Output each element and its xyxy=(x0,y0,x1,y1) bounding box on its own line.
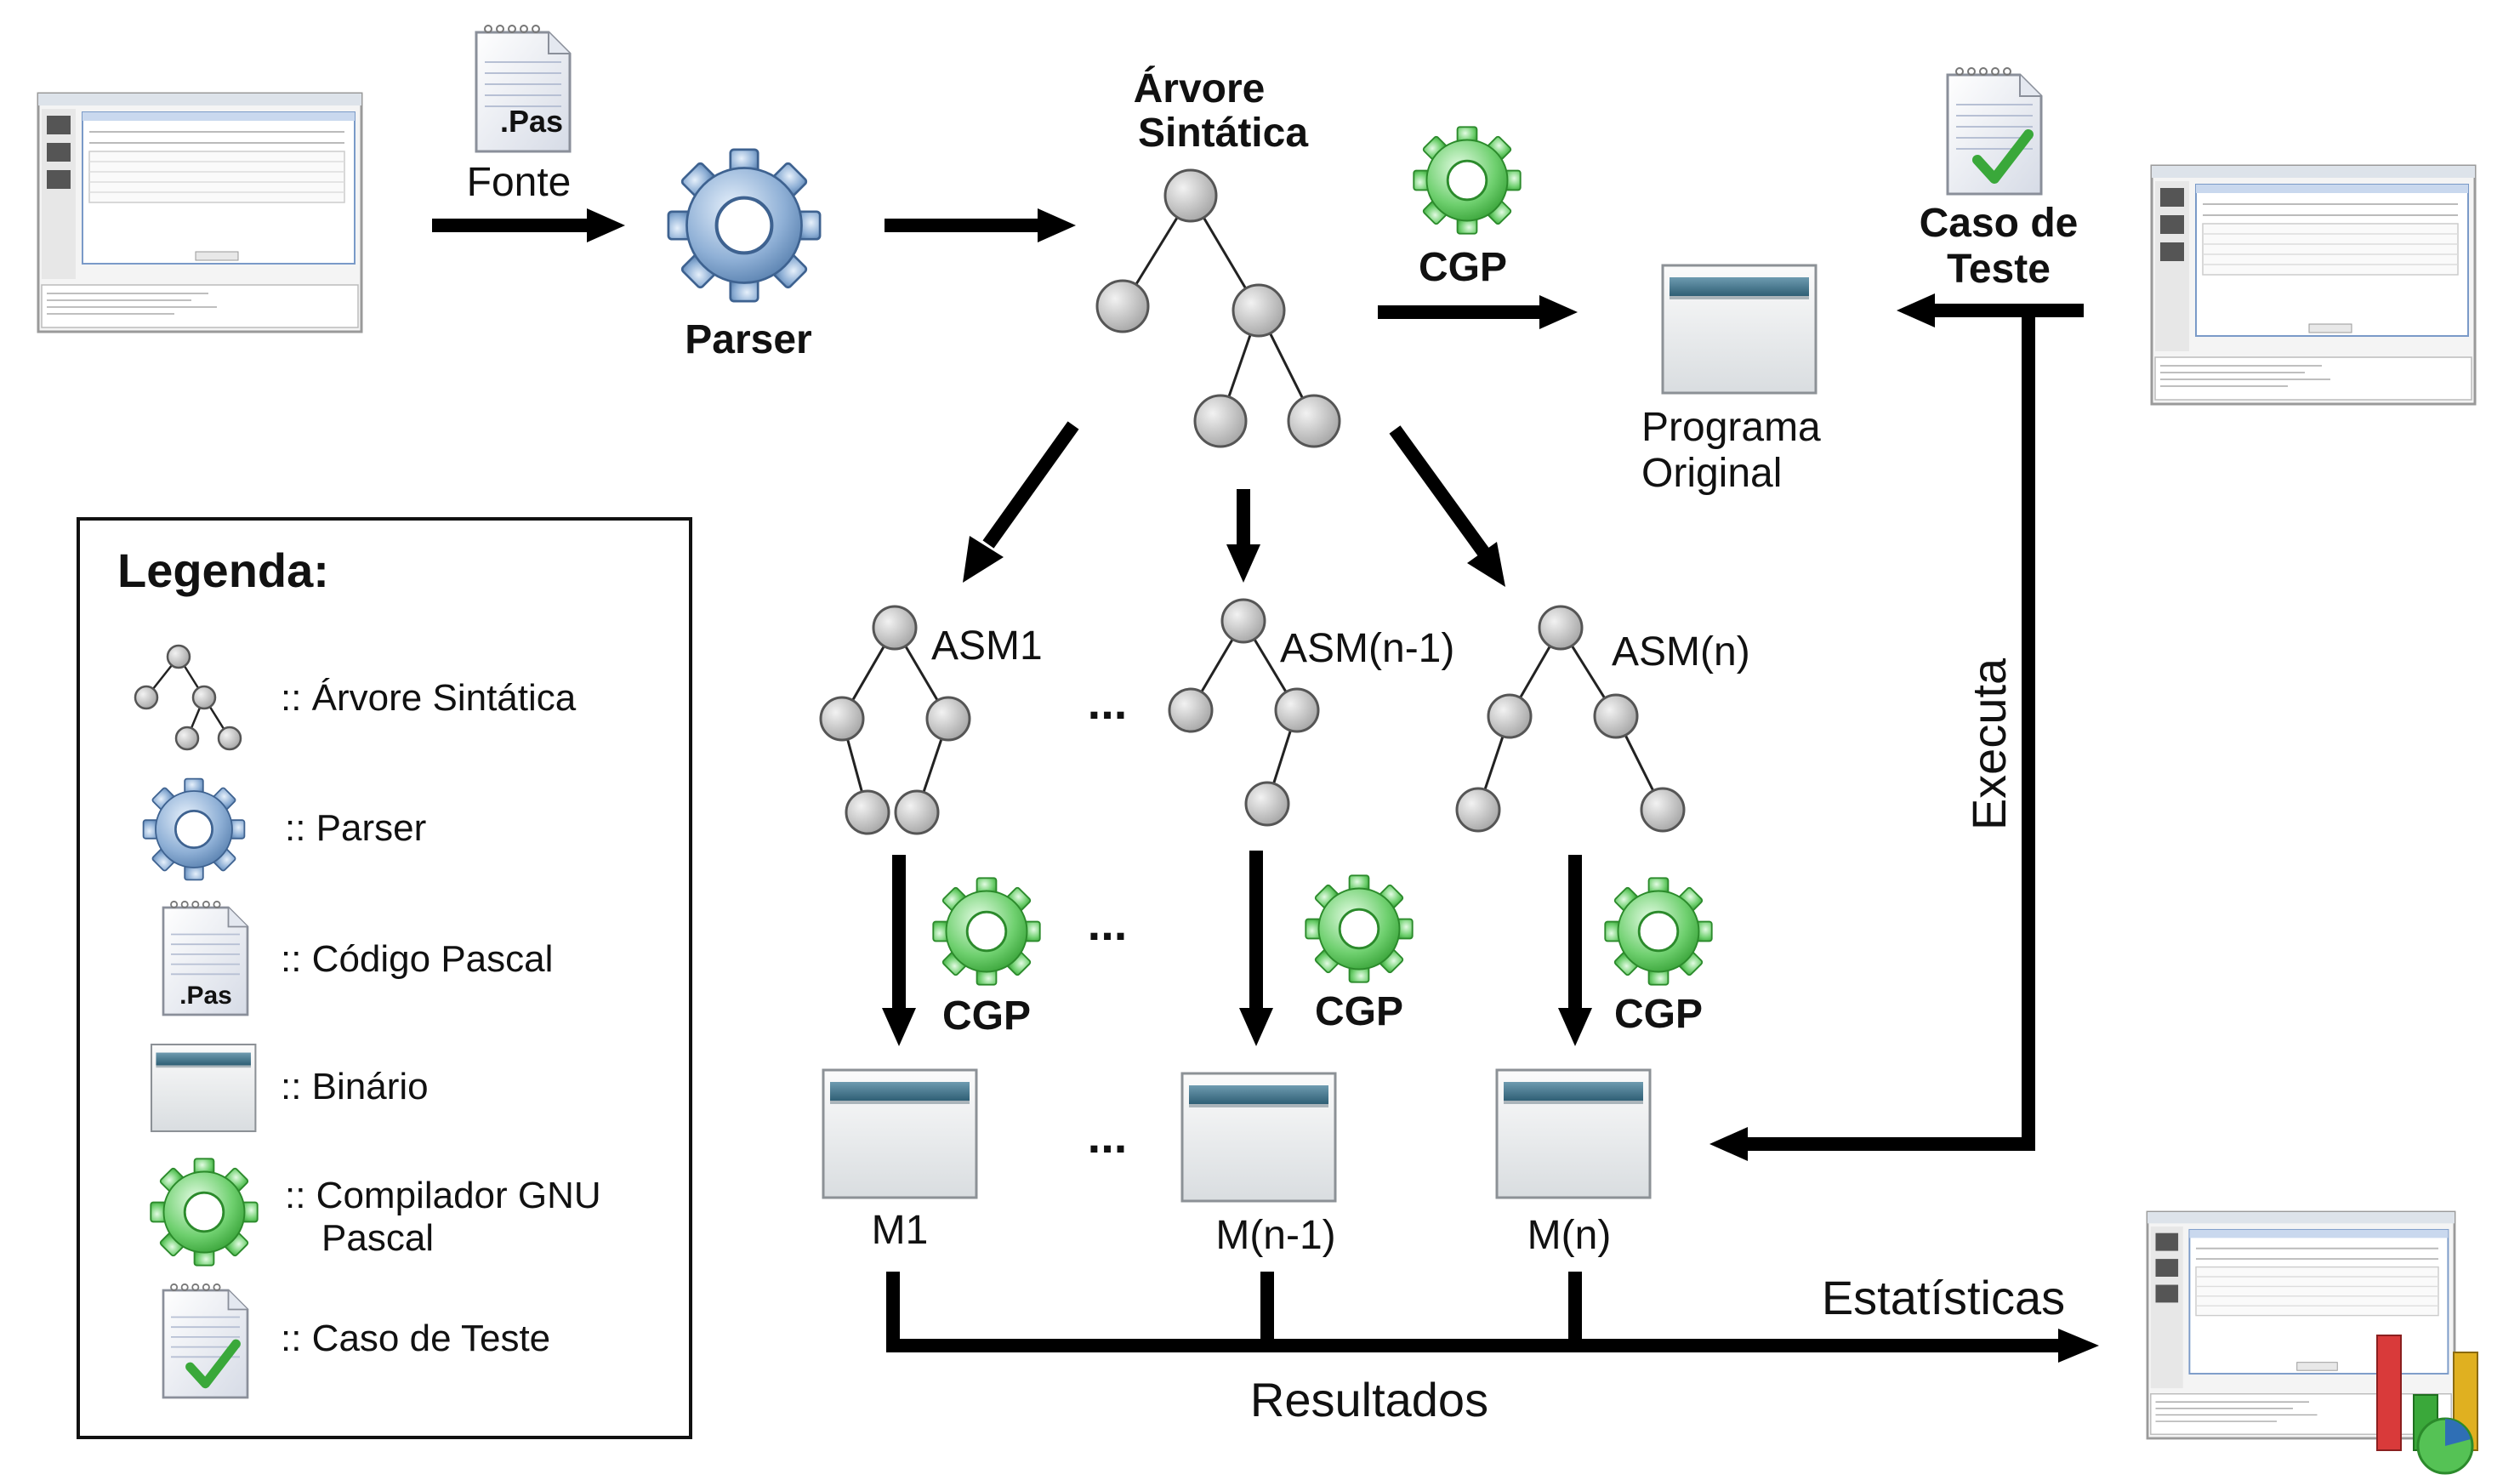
syntax-tree-title-line2: Sintática xyxy=(1138,111,1308,156)
parser-label: Parser xyxy=(685,317,811,362)
cgp2-gear-icon xyxy=(1305,874,1414,983)
arrow-tree-to-asm-n xyxy=(1389,425,1505,587)
original-program-binary-icon xyxy=(1661,264,1817,395)
original-program-label-line2: Original xyxy=(1641,451,1782,496)
cgp3-label: CGP xyxy=(1614,992,1703,1037)
m-n-label: M(n) xyxy=(1527,1213,1612,1258)
cgp-top-label: CGP xyxy=(1419,245,1507,290)
test-case-label-line2: Teste xyxy=(1947,247,2051,292)
arrow-source-to-parser xyxy=(432,208,625,242)
asm-n1-label: ASM(n-1) xyxy=(1280,626,1454,671)
arrow-test-to-original xyxy=(1897,293,2084,327)
ellipsis-mutants: ... xyxy=(1088,1109,1128,1163)
cgp-top-gear-icon xyxy=(1413,126,1522,235)
legend-tree-icon xyxy=(134,644,242,751)
m1-label: M1 xyxy=(872,1208,929,1253)
legend-title: Legenda: xyxy=(117,544,329,597)
cgp2-label: CGP xyxy=(1315,989,1403,1034)
legend-parser-gear-icon xyxy=(142,777,246,881)
mutant-m-n1-binary-icon xyxy=(1180,1072,1337,1203)
resultados-label: Resultados xyxy=(1250,1373,1488,1426)
mutant-m-n-binary-icon xyxy=(1495,1068,1652,1199)
cgp1-label: CGP xyxy=(942,993,1031,1039)
estatisticas-label: Estatísticas xyxy=(1822,1271,2065,1324)
arrow-asm-n-to-m-n xyxy=(1558,855,1592,1046)
tree-node-right-left xyxy=(1193,394,1248,448)
arrow-tree-to-asm-n1 xyxy=(1226,489,1260,583)
asm-n1-tree xyxy=(1168,598,1320,827)
asm-n-tree xyxy=(1455,605,1686,833)
legend-binary-label: :: Binário xyxy=(281,1066,429,1107)
ellipsis-cgp: ... xyxy=(1088,897,1128,950)
asm1-label: ASM1 xyxy=(931,623,1043,669)
fonte-label: Fonte xyxy=(467,160,572,205)
test-runner-app-screenshot xyxy=(2150,164,2477,406)
arrow-tree-to-asm1 xyxy=(963,421,1079,583)
pas-file-label: .Pas xyxy=(500,104,563,139)
tree-node-right-right xyxy=(1287,394,1341,448)
statistics-chart-icon xyxy=(2376,1335,2478,1475)
statistics-app-screenshot xyxy=(2146,1210,2456,1440)
ellipsis-trees: ... xyxy=(1088,675,1128,729)
arrow-asm1-to-m1 xyxy=(882,855,916,1046)
syntax-tree-title-line1: Árvore xyxy=(1134,65,1266,111)
parser-gear-icon xyxy=(667,148,822,303)
mutant-m1-binary-icon xyxy=(822,1068,978,1199)
legend-parser-label: :: Parser xyxy=(285,807,426,849)
executa-connector xyxy=(1709,310,2035,1161)
executa-label: Executa xyxy=(1962,657,2016,830)
m-n1-label: M(n-1) xyxy=(1215,1213,1335,1258)
legend-pas-file-icon-label: .Pas xyxy=(179,982,232,1010)
legend-pas-label: :: Código Pascal xyxy=(281,938,553,980)
legend-cgp-label-line1: :: Compilador GNU xyxy=(285,1175,601,1216)
tree-node-root xyxy=(1163,168,1218,223)
tree-node-left xyxy=(1095,279,1150,333)
source-app-screenshot xyxy=(37,92,363,333)
original-program-label-line1: Programa xyxy=(1641,405,1821,450)
legend-tree-label: :: Árvore Sintática xyxy=(281,677,577,719)
arrow-asm-n1-to-m-n1 xyxy=(1239,851,1273,1046)
legend-test-case-label: :: Caso de Teste xyxy=(281,1318,550,1359)
arrow-tree-to-original xyxy=(1378,295,1578,329)
main-syntax-tree xyxy=(1095,168,1341,448)
asm-n-label: ASM(n) xyxy=(1612,629,1750,675)
legend-cgp-gear-icon xyxy=(150,1158,259,1267)
cgp1-gear-icon xyxy=(932,877,1041,986)
legend-cgp-label-line2: Pascal xyxy=(321,1217,434,1259)
tree-node-right xyxy=(1232,283,1286,338)
asm1-tree xyxy=(819,605,971,835)
legend-test-case-icon xyxy=(163,1284,247,1397)
arrow-parser-to-tree xyxy=(885,208,1076,242)
cgp3-gear-icon xyxy=(1604,877,1713,986)
results-bus xyxy=(886,1272,2099,1363)
test-case-file-icon xyxy=(1948,68,2041,194)
test-case-label-line1: Caso de xyxy=(1920,201,2079,246)
legend-binary-window-icon xyxy=(150,1043,257,1133)
